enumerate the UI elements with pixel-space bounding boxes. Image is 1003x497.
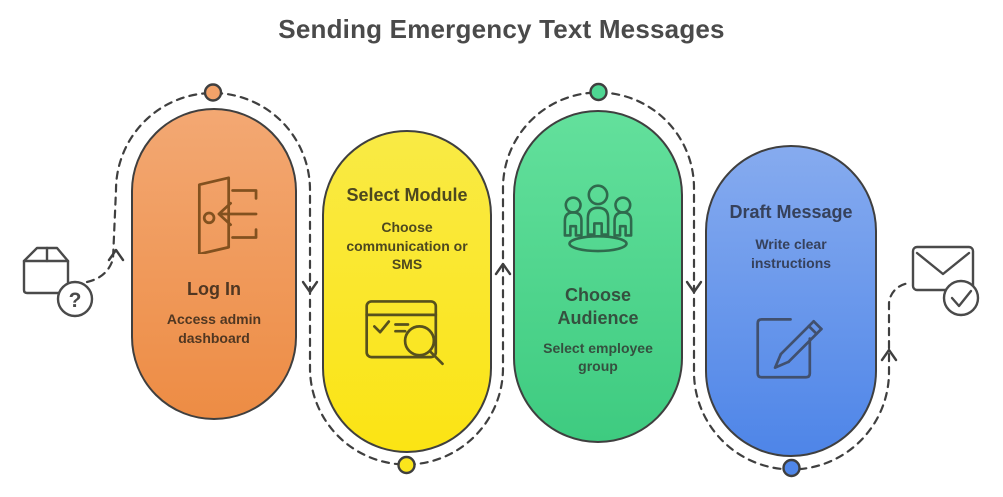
step-subtitle: Access admin dashboard [166, 311, 262, 346]
step-title: Draft Message [729, 202, 853, 222]
connector-dot-step-2 [397, 455, 416, 475]
browser-search-icon [365, 300, 444, 366]
login-door-icon [197, 176, 258, 254]
check-badge-icon [942, 279, 980, 317]
svg-text:?: ? [69, 289, 82, 312]
connector-dot-step-1 [203, 83, 223, 102]
step-title: Log In [187, 279, 241, 299]
step-1-pill-log-in: Log In Access admin dashboard [131, 108, 297, 420]
arrow-down-icon-2 [301, 280, 319, 294]
step-subtitle: Select employee group [543, 339, 653, 374]
arrow-up-icon-1 [107, 248, 125, 262]
step-title: Select Module [346, 185, 468, 205]
arrow-up-icon-5 [880, 348, 898, 362]
package-box-icon [22, 246, 70, 295]
step-4-pill-draft-message: Draft Message Write clear instructions [705, 145, 877, 457]
page-title: Sending Emergency Text Messages [278, 14, 725, 44]
envelope-icon [911, 245, 975, 292]
audience-group-icon [563, 184, 633, 253]
arrow-down-icon-4 [685, 280, 703, 294]
connector-dot-step-4 [782, 458, 801, 478]
compose-message-icon [756, 317, 823, 379]
step-3-pill-choose-audience: Choose Audience Select employee group [513, 110, 683, 443]
step-subtitle: Write clear instructions [750, 236, 832, 271]
arrow-up-icon-3 [494, 262, 512, 276]
connector-dot-step-3 [589, 82, 608, 102]
step-2-pill-select-module: Select Module Choose communication or SM… [322, 130, 492, 453]
step-subtitle: Choose communication or SMS [346, 219, 468, 272]
question-badge-icon: ? [56, 280, 94, 318]
step-title: Choose Audience [557, 285, 639, 329]
